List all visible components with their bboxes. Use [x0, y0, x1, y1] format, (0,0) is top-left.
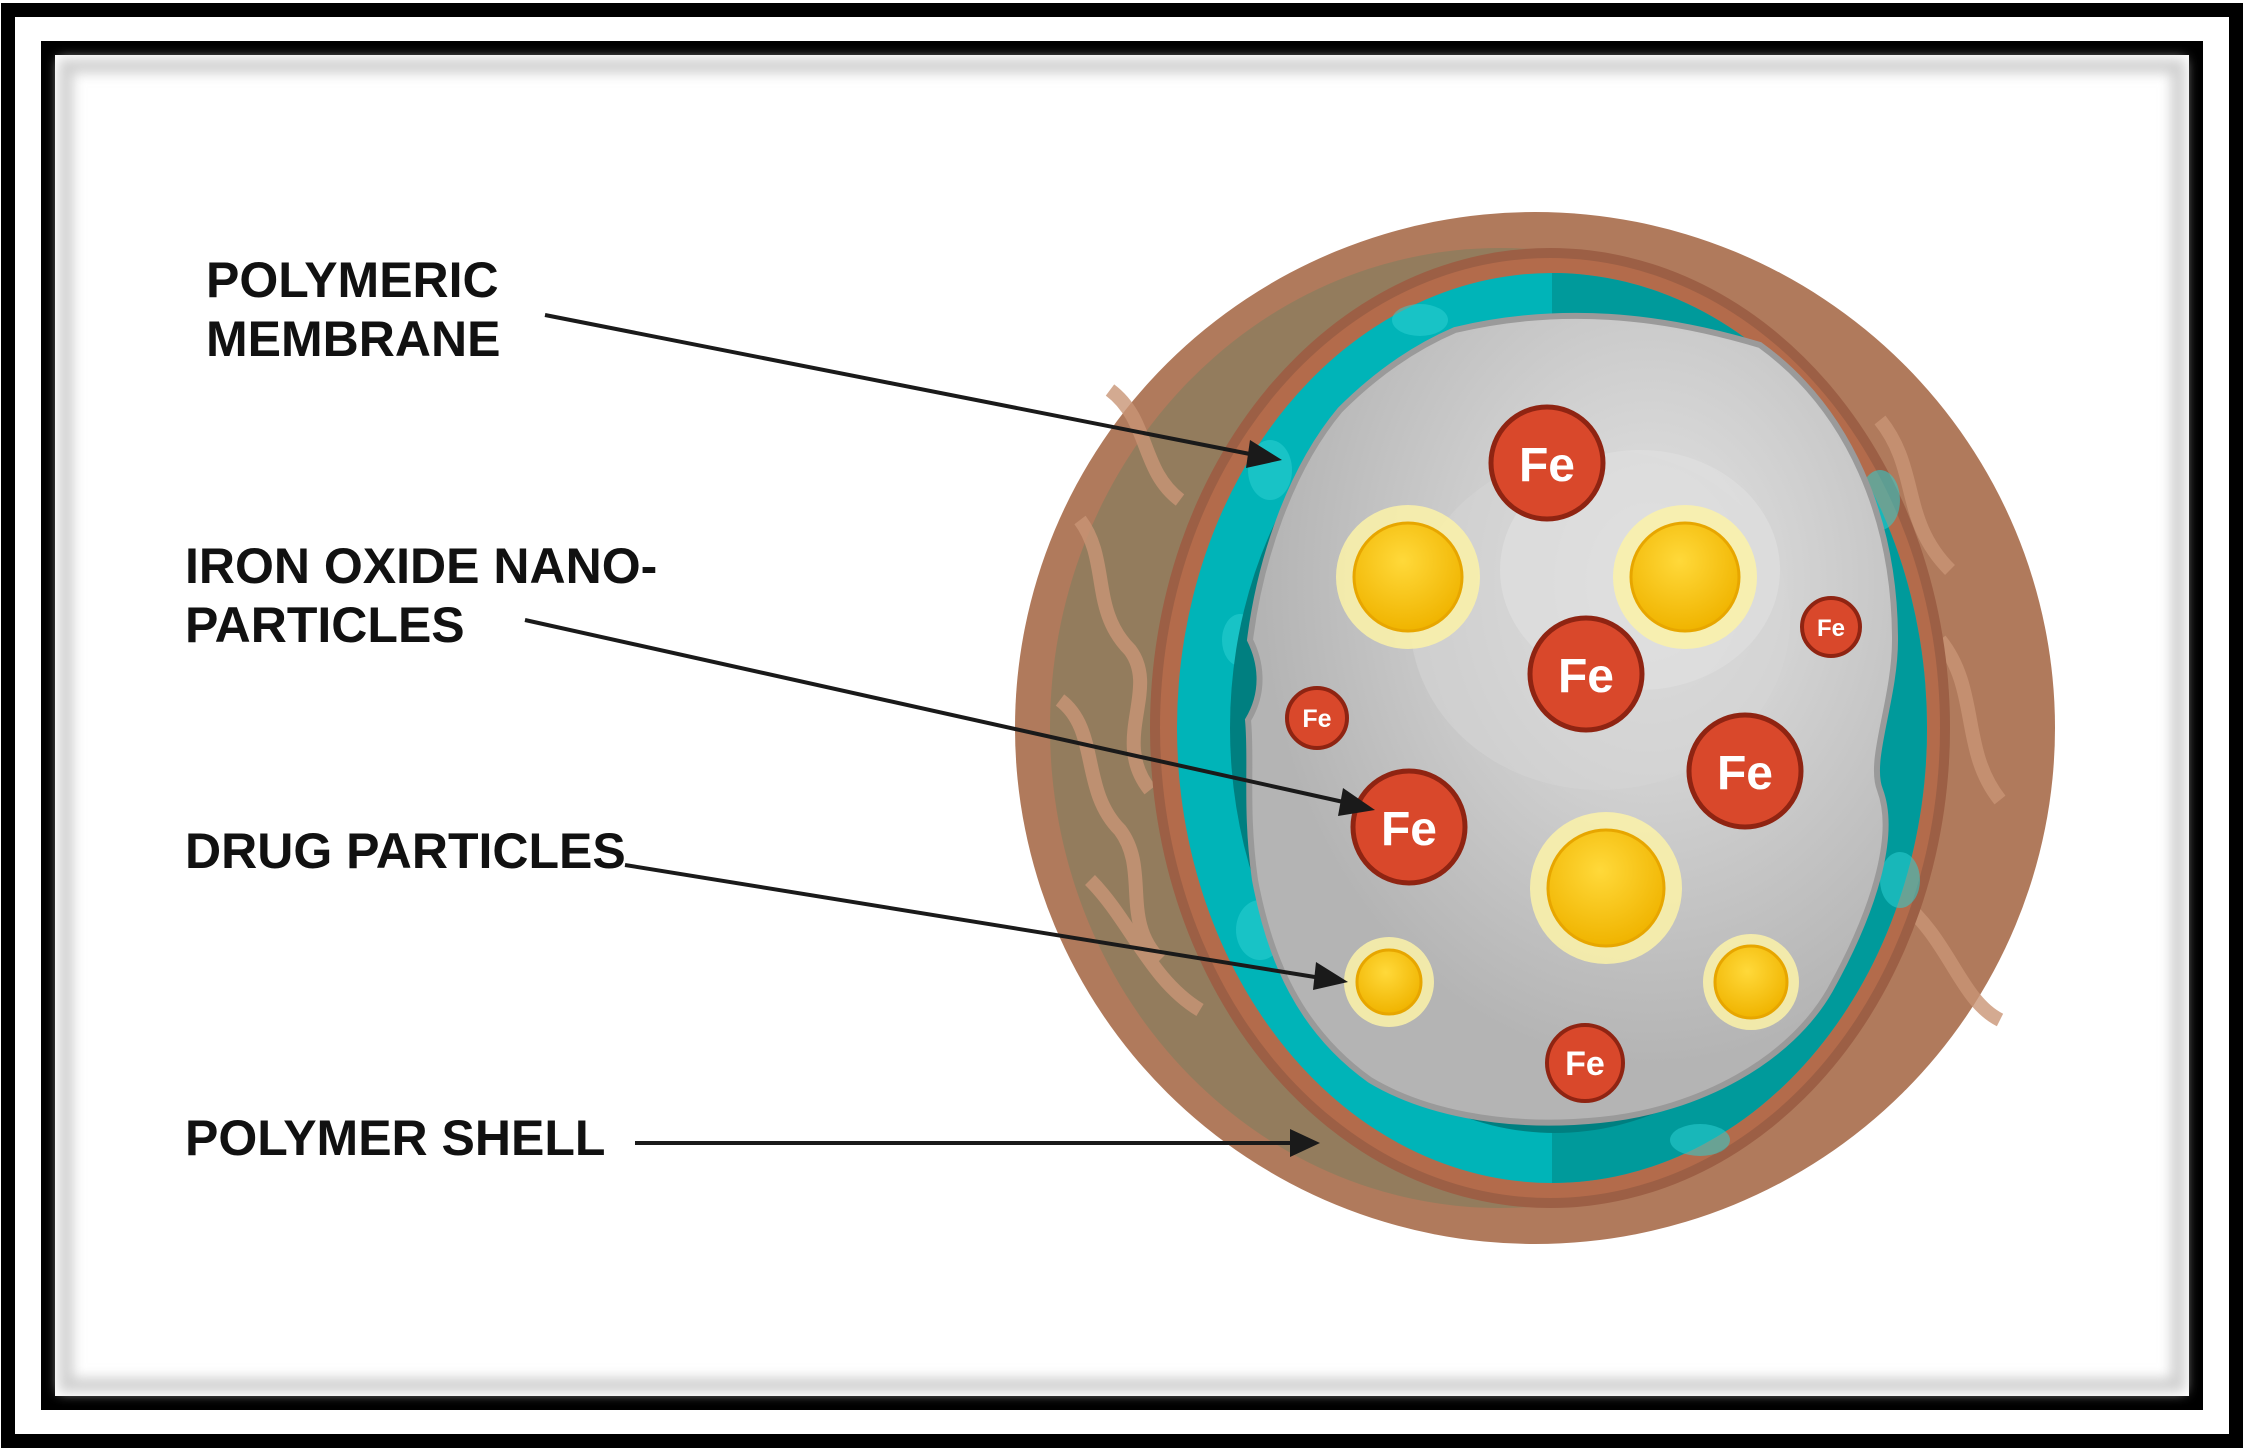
- fe-label: Fe: [1519, 439, 1575, 492]
- drug-particle: [1703, 934, 1799, 1030]
- fe-label: Fe: [1381, 803, 1437, 856]
- fe-particles: Fe Fe Fe Fe Fe Fe Fe: [1285, 404, 1862, 1103]
- arrow-polymer-shell: [635, 1129, 1320, 1157]
- fe-label: Fe: [1565, 1045, 1605, 1083]
- drug-particle: [1613, 505, 1757, 649]
- drug-particle: [1530, 812, 1682, 964]
- drug-particles: [1336, 505, 1799, 1030]
- label-drug-particles: DRUG PARTICLES: [185, 823, 626, 879]
- label-iron-oxide-line2: PARTICLES: [185, 597, 465, 653]
- label-iron-oxide-line1: IRON OXIDE NANO-: [185, 538, 657, 594]
- fe-particle: Fe: [1350, 768, 1468, 886]
- label-polymer-shell: POLYMER SHELL: [185, 1110, 605, 1166]
- arrow-polymeric-membrane: [544, 313, 1282, 468]
- fe-particle: Fe: [1527, 615, 1645, 733]
- label-polymeric-membrane-line2: MEMBRANE: [206, 311, 500, 367]
- fe-particle: Fe: [1545, 1023, 1625, 1103]
- leader-arrows: [524, 313, 1375, 1157]
- fe-label: Fe: [1717, 747, 1773, 800]
- fe-particle: Fe: [1488, 404, 1606, 522]
- drug-particle: [1344, 937, 1434, 1027]
- drug-particle: [1336, 505, 1480, 649]
- label-polymeric-membrane-line1: POLYMERIC: [206, 252, 499, 308]
- labels: POLYMERIC MEMBRANE IRON OXIDE NANO- PART…: [185, 252, 657, 1166]
- nanoparticle-sphere: [1015, 212, 2055, 1244]
- frame: [1, 3, 2243, 1448]
- fe-label: Fe: [1558, 650, 1614, 703]
- fe-particle: Fe: [1800, 596, 1862, 658]
- fe-particle: Fe: [1285, 686, 1349, 750]
- arrow-iron-oxide: [524, 618, 1375, 816]
- fe-label: Fe: [1302, 705, 1331, 733]
- fe-particle: Fe: [1686, 712, 1804, 830]
- fe-label: Fe: [1817, 615, 1845, 642]
- arrow-drug-particles: [624, 863, 1348, 990]
